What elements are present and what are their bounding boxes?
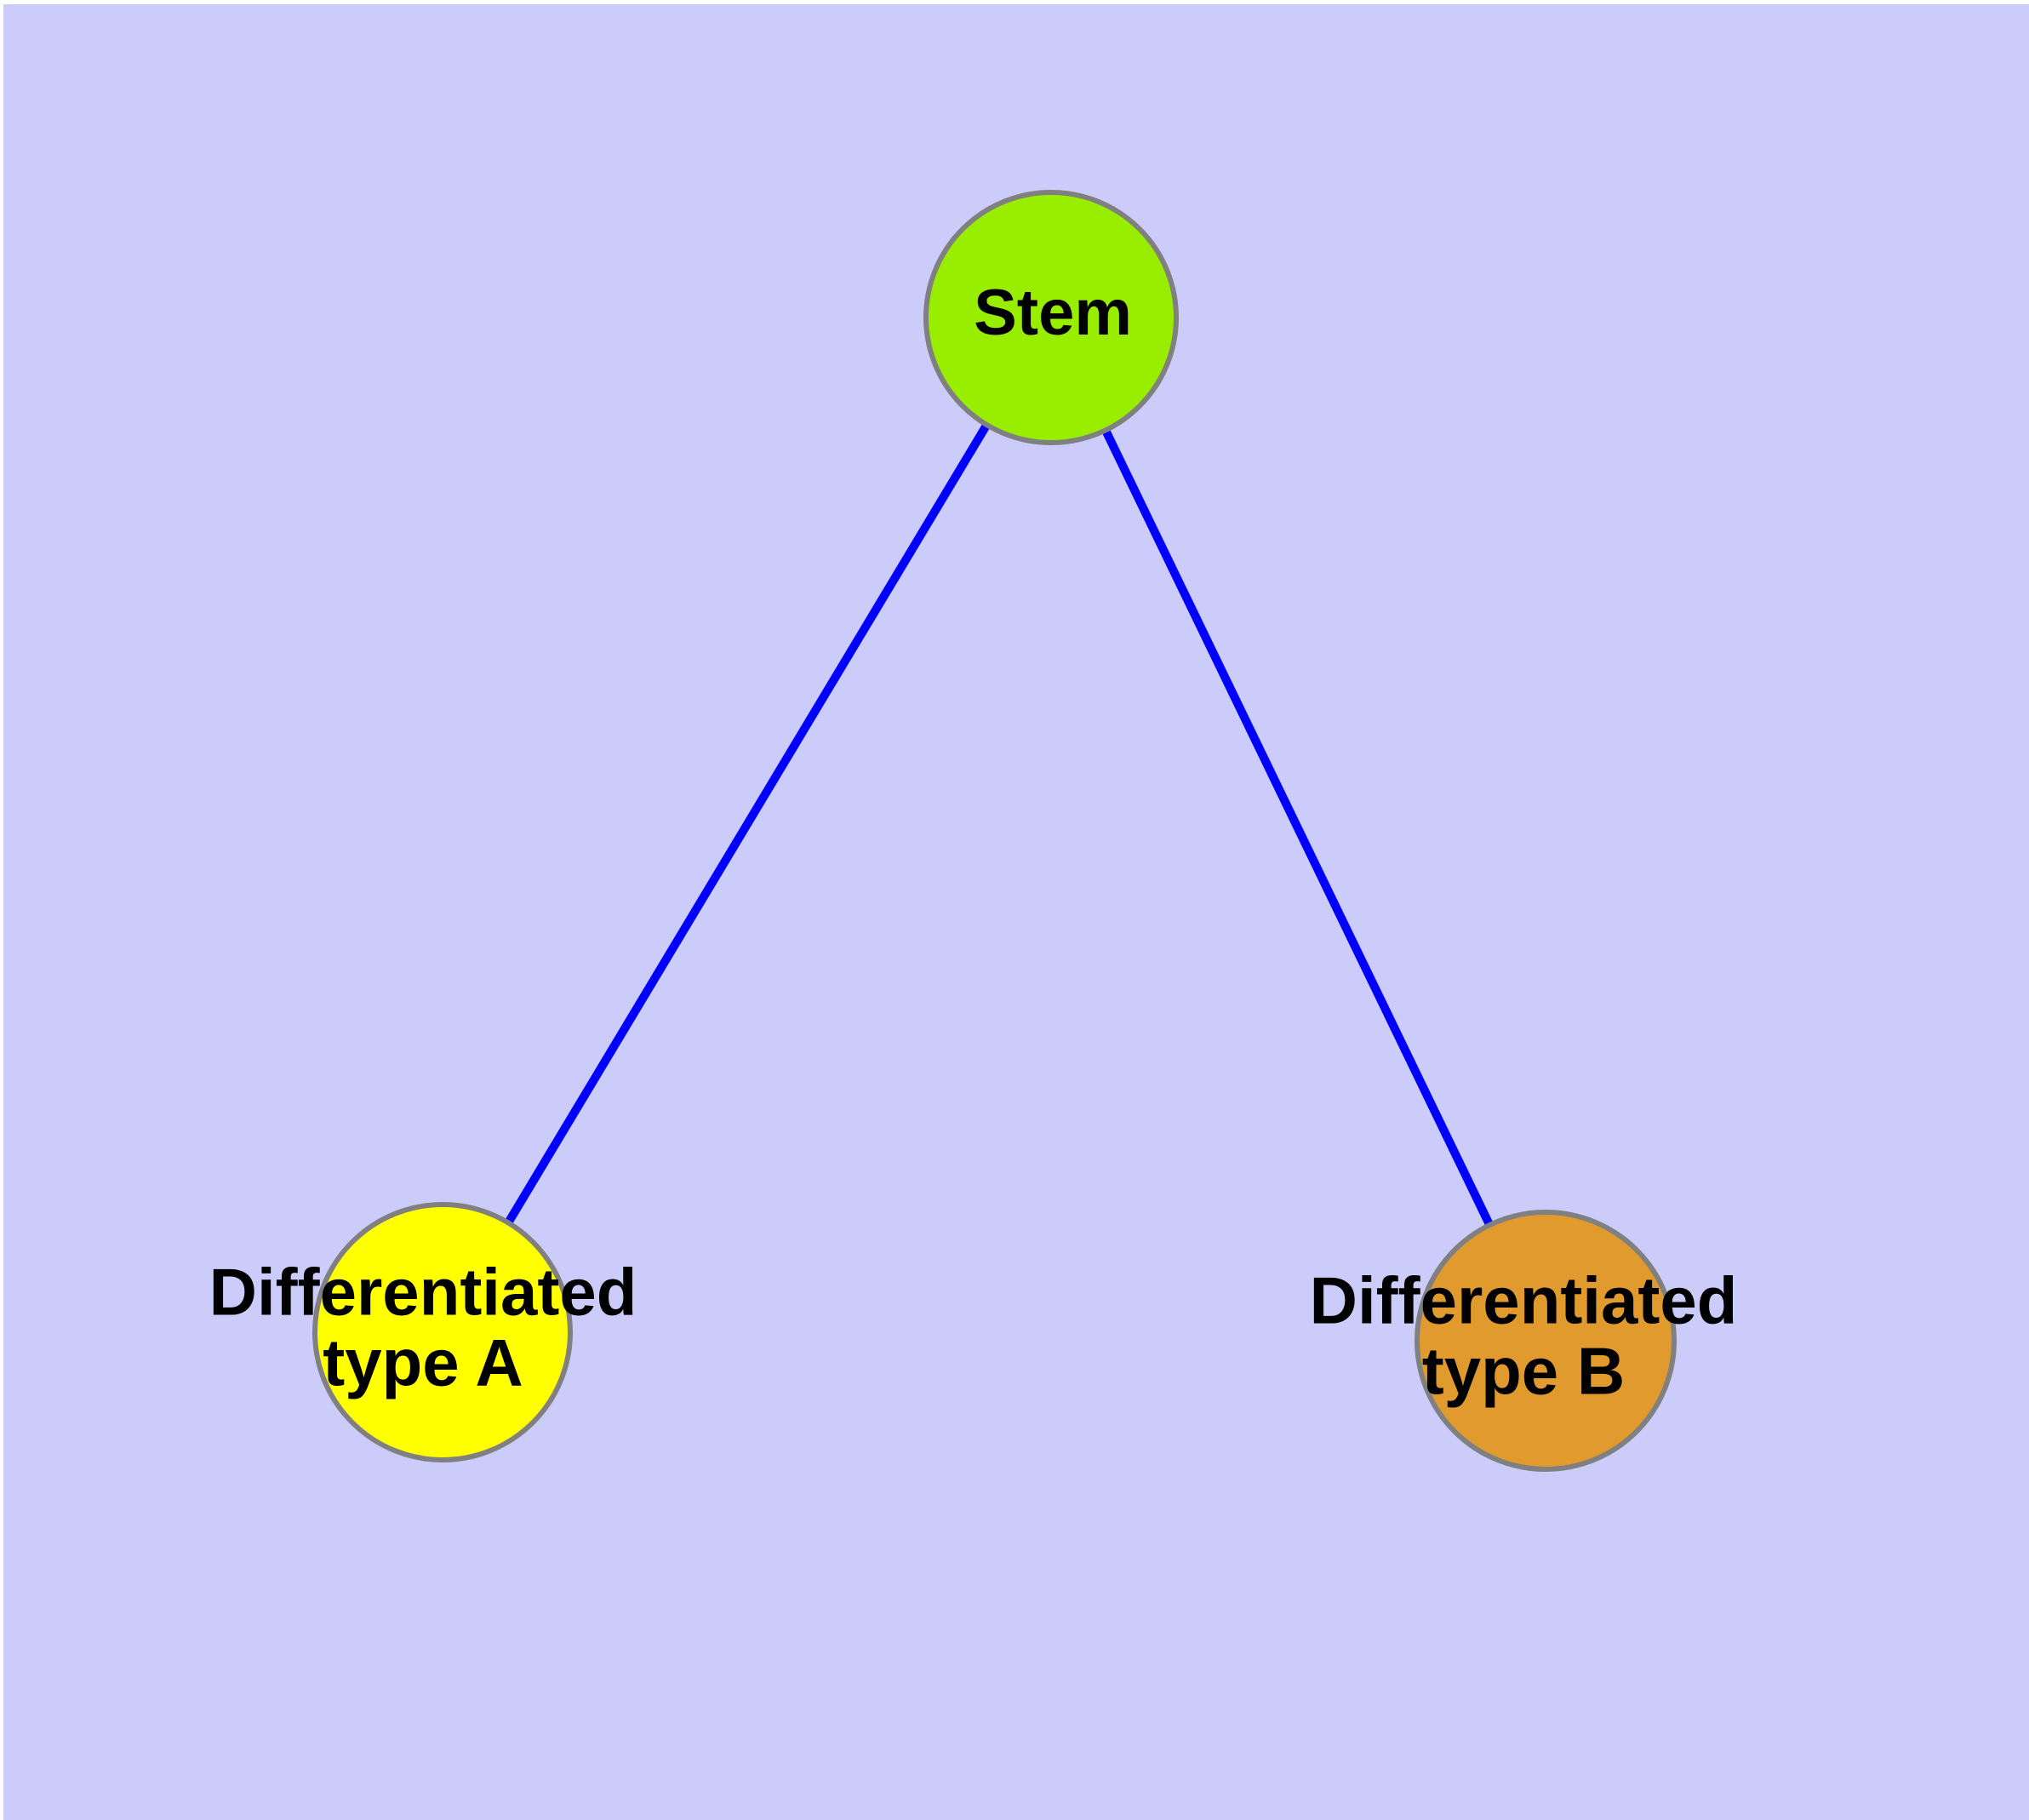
node-diff-b[interactable] xyxy=(1415,1210,1677,1472)
node-diff-a[interactable] xyxy=(312,1202,573,1462)
edges-layer xyxy=(438,315,1550,1343)
node-label-line: Stem xyxy=(974,277,1132,349)
node-stem[interactable] xyxy=(923,190,1179,445)
node-label-stem: Stem xyxy=(974,277,1132,349)
edge-stem-to-diff-b[interactable] xyxy=(1047,315,1550,1343)
node-label-line: type A xyxy=(323,1325,523,1399)
edge-stem-to-diff-a[interactable] xyxy=(438,315,1055,1335)
node-label-line: Differentiated xyxy=(209,1254,637,1329)
nodes-layer xyxy=(312,190,1677,1472)
node-label-line: Differentiated xyxy=(1310,1262,1738,1337)
node-label-line: type B xyxy=(1422,1333,1625,1408)
